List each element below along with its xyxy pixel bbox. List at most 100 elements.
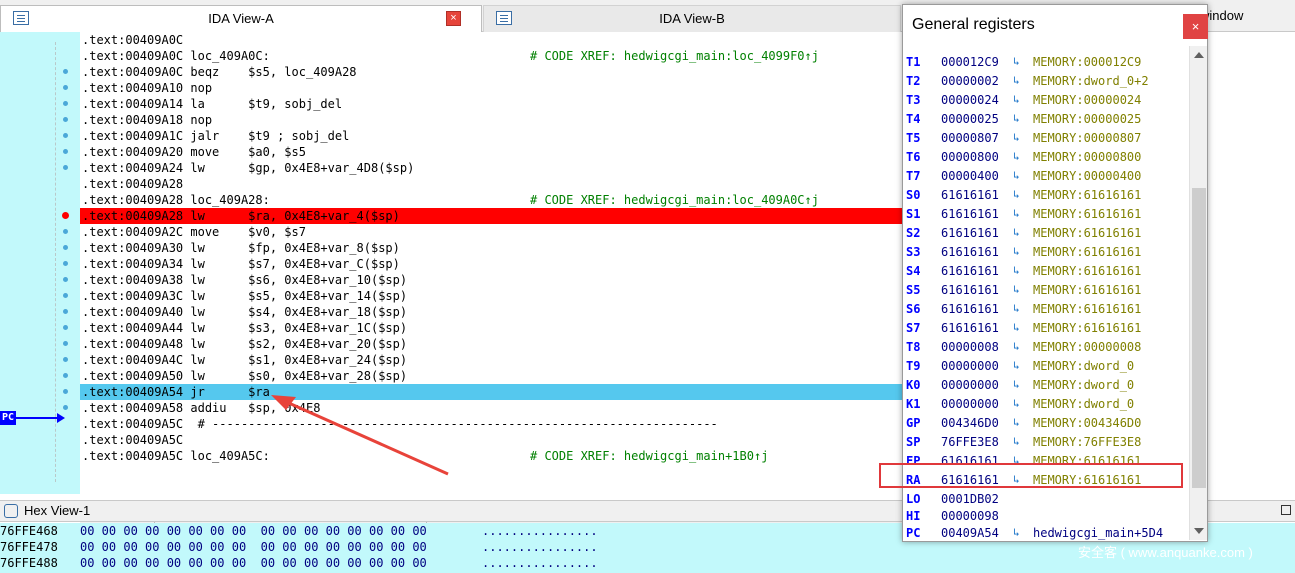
jump-arrow-icon[interactable]: ↳	[1013, 340, 1020, 353]
code-xref-comment[interactable]: # CODE XREF: hedwigcgi_main:loc_409A0C↑j	[530, 193, 819, 207]
breakpoint-slot[interactable]	[63, 229, 68, 234]
jump-arrow-icon[interactable]: ↳	[1013, 416, 1020, 429]
disasm-line[interactable]: .text:00409A0C beqz $s5, loc_409A28	[82, 64, 902, 80]
breakpoint-slot[interactable]	[63, 325, 68, 330]
jump-arrow-icon[interactable]: ↳	[1013, 378, 1020, 391]
jump-arrow-icon[interactable]: ↳	[1013, 435, 1020, 448]
breakpoint-slot[interactable]	[63, 133, 68, 138]
jump-arrow-icon[interactable]: ↳	[1013, 131, 1020, 144]
tab-ida-view-a[interactable]: IDA View-A ×	[0, 5, 482, 32]
register-target[interactable]: MEMORY:dword_0+2	[1033, 74, 1149, 88]
jump-arrow-icon[interactable]: ↳	[1013, 526, 1020, 539]
register-value[interactable]: 00000400	[941, 169, 999, 183]
registers-scrollbar[interactable]	[1189, 46, 1207, 540]
disasm-line[interactable]: .text:00409A38 lw $s6, 0x4E8+var_10($sp)	[82, 272, 902, 288]
disasm-line[interactable]: .text:00409A2C move $v0, $s7	[82, 224, 902, 240]
disasm-line[interactable]: .text:00409A5C # -----------------------…	[82, 416, 902, 432]
register-value[interactable]: 61616161	[941, 207, 999, 221]
disasm-line[interactable]: .text:00409A48 lw $s2, 0x4E8+var_20($sp)	[82, 336, 902, 352]
jump-arrow-icon[interactable]: ↳	[1013, 112, 1020, 125]
breakpoint-slot[interactable]	[63, 85, 68, 90]
disasm-line[interactable]: .text:00409A0C	[82, 32, 902, 48]
breakpoint-slot[interactable]	[63, 389, 68, 394]
scroll-down-icon[interactable]	[1194, 528, 1204, 534]
code-xref-comment[interactable]: # CODE XREF: hedwigcgi_main+1B0↑j	[530, 449, 769, 463]
register-value[interactable]: 61616161	[941, 245, 999, 259]
disasm-line[interactable]: .text:00409A1C jalr $t9 ; sobj_del	[82, 128, 902, 144]
disasm-line[interactable]: .text:00409A0C loc_409A0C:# CODE XREF: h…	[82, 48, 902, 64]
register-target[interactable]: MEMORY:61616161	[1033, 245, 1142, 259]
jump-arrow-icon[interactable]: ↳	[1013, 321, 1020, 334]
register-value[interactable]: 00000002	[941, 74, 999, 88]
register-target[interactable]: MEMORY:61616161	[1033, 188, 1142, 202]
breakpoint-slot[interactable]	[63, 373, 68, 378]
jump-arrow-icon[interactable]: ↳	[1013, 454, 1020, 467]
jump-arrow-icon[interactable]: ↳	[1013, 74, 1020, 87]
maximize-icon[interactable]	[1281, 505, 1291, 515]
tab-third-label[interactable]: window	[1200, 8, 1244, 23]
register-value[interactable]: 61616161	[941, 321, 999, 335]
breakpoint-slot[interactable]	[63, 69, 68, 74]
disasm-line[interactable]: .text:00409A28 lw $ra, 0x4E8+var_4($sp)	[80, 208, 905, 224]
disasm-line[interactable]: .text:00409A44 lw $s3, 0x4E8+var_1C($sp)	[82, 320, 902, 336]
register-value[interactable]: 00000000	[941, 397, 999, 411]
scroll-thumb[interactable]	[1192, 188, 1206, 488]
breakpoint-slot[interactable]	[63, 117, 68, 122]
disasm-line[interactable]: .text:00409A40 lw $s4, 0x4E8+var_18($sp)	[82, 304, 902, 320]
disasm-line[interactable]: .text:00409A50 lw $s0, 0x4E8+var_28($sp)	[82, 368, 902, 384]
register-target[interactable]: MEMORY:61616161	[1033, 207, 1142, 221]
register-value[interactable]: 61616161	[941, 226, 999, 240]
register-target[interactable]: MEMORY:00000024	[1033, 93, 1142, 107]
close-icon[interactable]: ×	[1183, 14, 1208, 39]
register-target[interactable]: MEMORY:61616161	[1033, 226, 1142, 240]
jump-arrow-icon[interactable]: ↳	[1013, 169, 1020, 182]
disasm-line[interactable]: .text:00409A5C loc_409A5C:# CODE XREF: h…	[82, 448, 902, 464]
register-target[interactable]: MEMORY:00000008	[1033, 340, 1142, 354]
disasm-line[interactable]: .text:00409A28	[82, 176, 902, 192]
register-value[interactable]: 00409A54	[941, 526, 999, 540]
breakpoint-slot[interactable]	[63, 405, 68, 410]
jump-arrow-icon[interactable]: ↳	[1013, 188, 1020, 201]
register-value[interactable]: 61616161	[941, 264, 999, 278]
breakpoint-slot[interactable]	[63, 293, 68, 298]
disasm-line[interactable]: .text:00409A5C	[82, 432, 902, 448]
jump-arrow-icon[interactable]: ↳	[1013, 55, 1020, 68]
disasm-line[interactable]: .text:00409A24 lw $gp, 0x4E8+var_4D8($sp…	[82, 160, 902, 176]
register-target[interactable]: MEMORY:00000800	[1033, 150, 1142, 164]
jump-arrow-icon[interactable]: ↳	[1013, 359, 1020, 372]
register-value[interactable]: 00000025	[941, 112, 999, 126]
register-target[interactable]: MEMORY:61616161	[1033, 473, 1142, 487]
jump-arrow-icon[interactable]: ↳	[1013, 283, 1020, 296]
register-value[interactable]: 00000807	[941, 131, 999, 145]
disasm-line[interactable]: .text:00409A4C lw $s1, 0x4E8+var_24($sp)	[82, 352, 902, 368]
jump-arrow-icon[interactable]: ↳	[1013, 207, 1020, 220]
register-value[interactable]: 00000800	[941, 150, 999, 164]
disasm-line[interactable]: .text:00409A20 move $a0, $s5	[82, 144, 902, 160]
disasm-line[interactable]: .text:00409A54 jr $ra	[80, 384, 905, 400]
register-value[interactable]: 000012C9	[941, 55, 999, 69]
register-value[interactable]: 61616161	[941, 473, 999, 487]
disassembly-pane[interactable]	[80, 32, 905, 494]
breakpoint-slot[interactable]	[63, 309, 68, 314]
register-target[interactable]: MEMORY:61616161	[1033, 302, 1142, 316]
disasm-line[interactable]: .text:00409A58 addiu $sp, 0x4E8	[82, 400, 902, 416]
